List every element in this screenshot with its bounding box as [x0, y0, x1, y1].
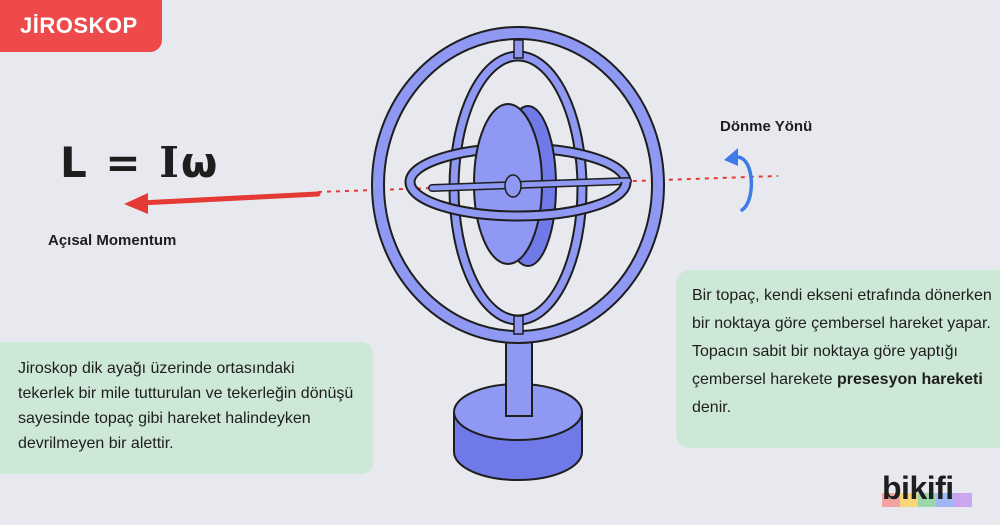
formula-I: I — [159, 138, 181, 187]
gyroscope-definition-text: Jiroskop dik ayağı üzerinde ortasındaki … — [18, 360, 354, 452]
page-title: JİROSKOP — [20, 13, 138, 38]
logo-color-bar — [882, 493, 972, 507]
outer-gimbal-ring — [371, 26, 665, 344]
horizontal-gimbal-ring — [404, 181, 632, 222]
angular-momentum-label: Açısal Momentum — [48, 232, 177, 249]
formula-equals: = — [105, 138, 143, 187]
angular-momentum-arrow-shaft — [137, 191, 321, 206]
rotation-direction-label: Dönme Yönü — [720, 118, 813, 135]
precession-text-after: denir. — [692, 399, 732, 416]
brand-logo-text: bikifi — [882, 470, 954, 506]
rotation-direction-icon — [724, 148, 754, 212]
rotor-axle — [428, 174, 632, 198]
precession-text-before: Bir topaç, kendi ekseni etrafında dönerk… — [692, 287, 992, 388]
page-title-tag: JİROSKOP — [0, 0, 162, 52]
angular-momentum-formula: L = Iω — [60, 138, 219, 187]
gyroscope-definition-box: Jiroskop dik ayağı üzerinde ortasındaki … — [0, 342, 373, 474]
brand-logo: bikifi — [882, 470, 954, 507]
formula-omega: ω — [180, 138, 220, 187]
angular-momentum-arrowhead — [124, 193, 148, 214]
precession-term: presesyon hareketi — [836, 371, 983, 388]
bottom-pivot — [513, 315, 524, 335]
precession-definition-box: Bir topaç, kendi ekseni etrafında dönerk… — [676, 270, 1000, 448]
formula-L: L — [60, 138, 89, 187]
top-pivot — [513, 39, 524, 59]
gyroscope-stand — [453, 339, 583, 481]
